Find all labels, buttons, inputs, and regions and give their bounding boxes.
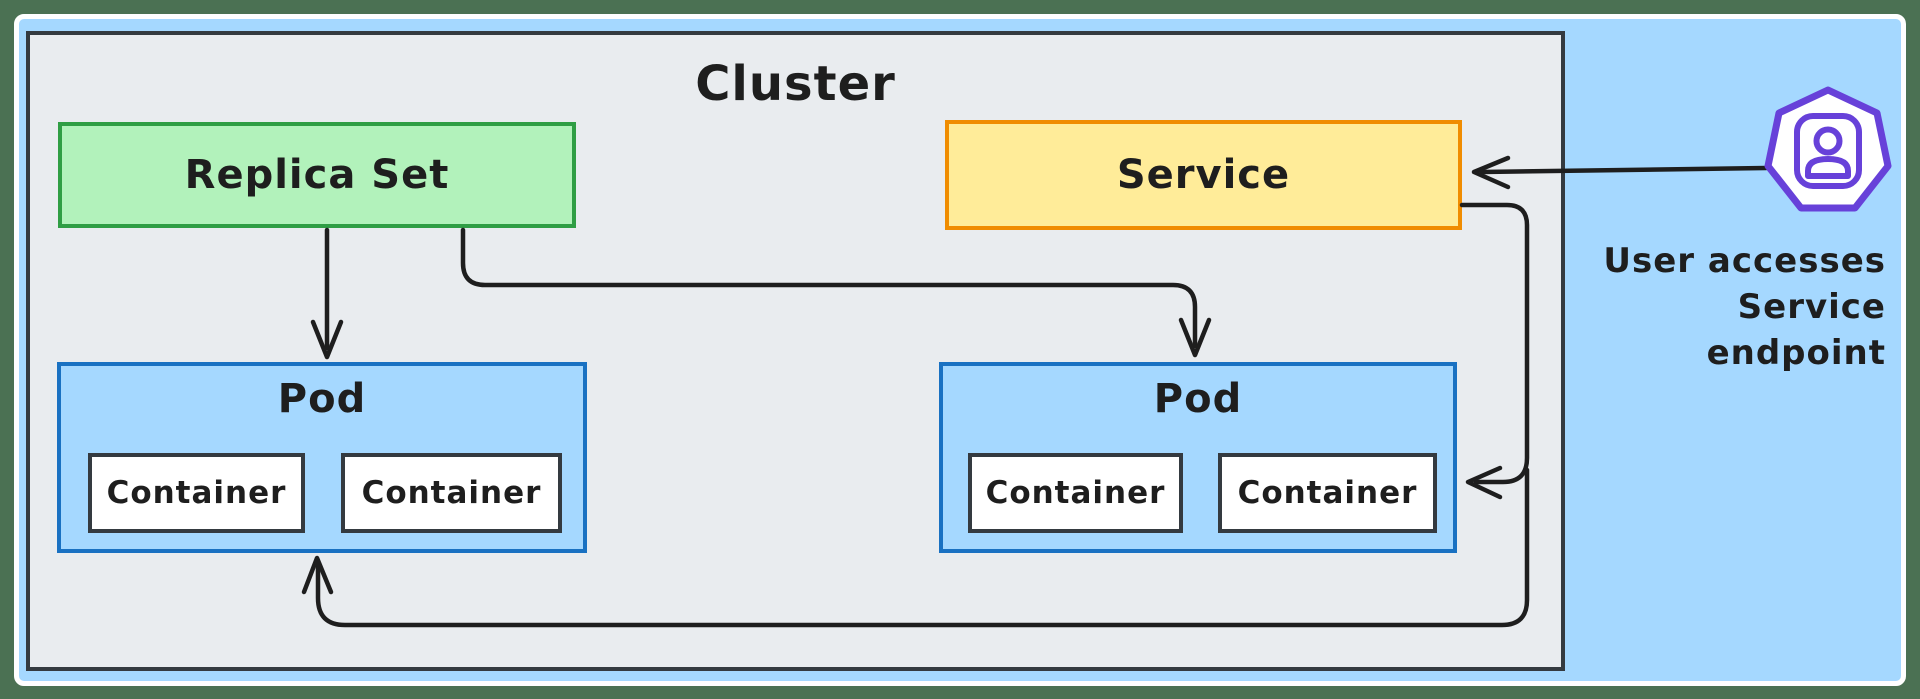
node-replica-set: Replica Set (58, 122, 576, 228)
service-label: Service (1116, 152, 1291, 198)
user-note: User accesses Service endpoint (1456, 238, 1886, 376)
pod-left-container-2: Container (341, 453, 562, 533)
pod-left-container-1: Container (88, 453, 305, 533)
pod-right-container-2: Container (1218, 453, 1437, 533)
node-pod-left: Pod Container Container (57, 362, 587, 553)
node-service: Service (945, 120, 1462, 230)
pod-right-label: Pod (1153, 376, 1243, 422)
user-note-line-3: endpoint (1706, 333, 1886, 373)
user-note-line-1: User accesses (1603, 241, 1886, 281)
cluster-title: Cluster (695, 56, 896, 112)
pod-right-container-1: Container (968, 453, 1183, 533)
node-pod-right: Pod Container Container (939, 362, 1457, 553)
pod-left-label: Pod (277, 376, 367, 422)
replica-set-label: Replica Set (184, 152, 450, 198)
user-note-line-2: Service (1737, 287, 1886, 327)
